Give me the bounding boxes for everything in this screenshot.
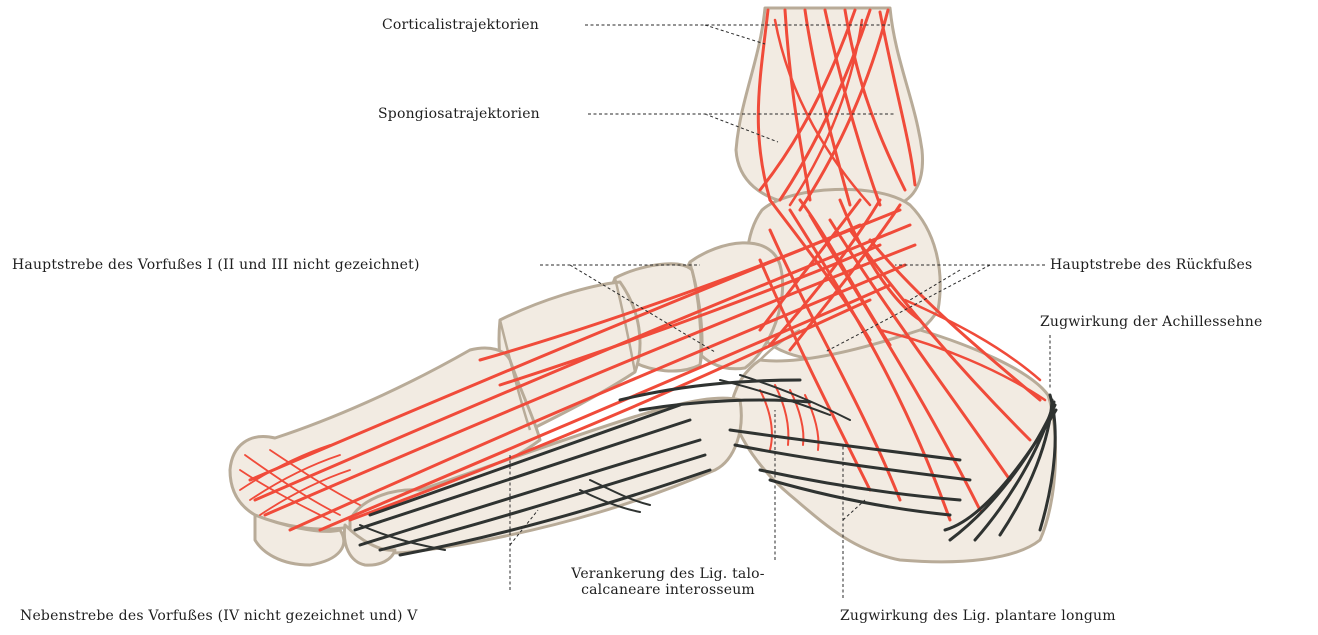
label-spongiosatrajektorien: Spongiosatrajektorien xyxy=(378,106,540,122)
label-verankerung-line2: calcaneare interosseum xyxy=(548,582,788,598)
label-nebenstrebe-vorfuss: Nebenstrebe des Vorfußes (IV nicht gezei… xyxy=(20,608,418,624)
label-zugwirkung-achillessehne: Zugwirkung der Achillessehne xyxy=(1040,314,1262,330)
label-verankerung-line1: Verankerung des Lig. talo- xyxy=(548,566,788,582)
label-hauptstrebe-vorfuss: Hauptstrebe des Vorfußes I (II und III n… xyxy=(12,257,420,273)
label-corticalistrajektorien: Corticalistrajektorien xyxy=(382,17,539,33)
bones xyxy=(230,8,1056,565)
label-zugwirkung-plantare-longum: Zugwirkung des Lig. plantare longum xyxy=(840,608,1116,624)
label-hauptstrebe-rueckfuss: Hauptstrebe des Rückfußes xyxy=(1050,257,1252,273)
